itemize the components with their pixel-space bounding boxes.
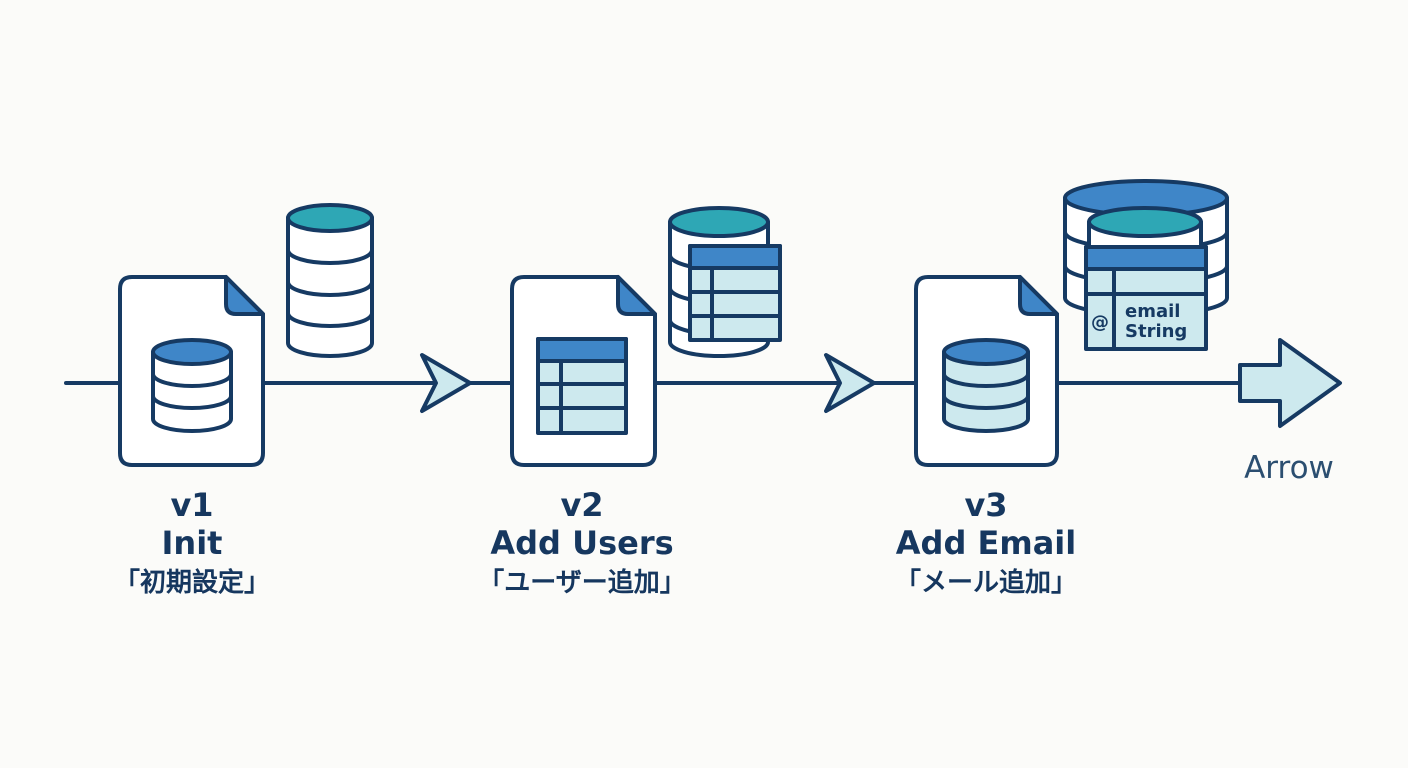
end-arrow-label: Arrow [1244, 450, 1334, 486]
document-fold-icon [616, 275, 657, 316]
database-icon [942, 338, 1030, 433]
stage-version: v1 [170, 486, 214, 524]
table-icon [536, 337, 628, 435]
stage-v3-group [914, 179, 1229, 467]
stage-v1-group [118, 203, 374, 467]
database-icon [151, 338, 233, 433]
stage-name: Init [161, 524, 223, 562]
arrow-icon [1238, 338, 1342, 428]
chevron-arrow-icon [420, 353, 472, 413]
stage-name: Add Users [490, 524, 674, 562]
stage-v1-label: v1 Init 「初期設定」 [42, 486, 342, 599]
chevron-arrow-icon [824, 353, 876, 413]
stage-name: Add Email [895, 524, 1077, 562]
document-fold-icon [1018, 275, 1059, 316]
stage-v3-label: v3 Add Email 「メール追加」 [836, 486, 1136, 599]
table-icon [1084, 245, 1208, 351]
email-field-name: email [1125, 301, 1180, 322]
stage-version: v3 [964, 486, 1008, 524]
database-icon [286, 203, 374, 358]
stage-name-jp: 「初期設定」 [113, 568, 270, 598]
table-icon [688, 244, 782, 342]
stage-name-jp: 「メール追加」 [894, 568, 1077, 598]
stage-v2-label: v2 Add Users 「ユーザー追加」 [432, 486, 732, 599]
stage-name-jp: 「ユーザー追加」 [478, 568, 686, 598]
email-at-symbol: @ [1091, 312, 1109, 333]
document-fold-icon [224, 275, 265, 316]
email-field-type: String [1125, 321, 1187, 342]
stage-v2-group [510, 206, 782, 467]
stage-version: v2 [560, 486, 604, 524]
